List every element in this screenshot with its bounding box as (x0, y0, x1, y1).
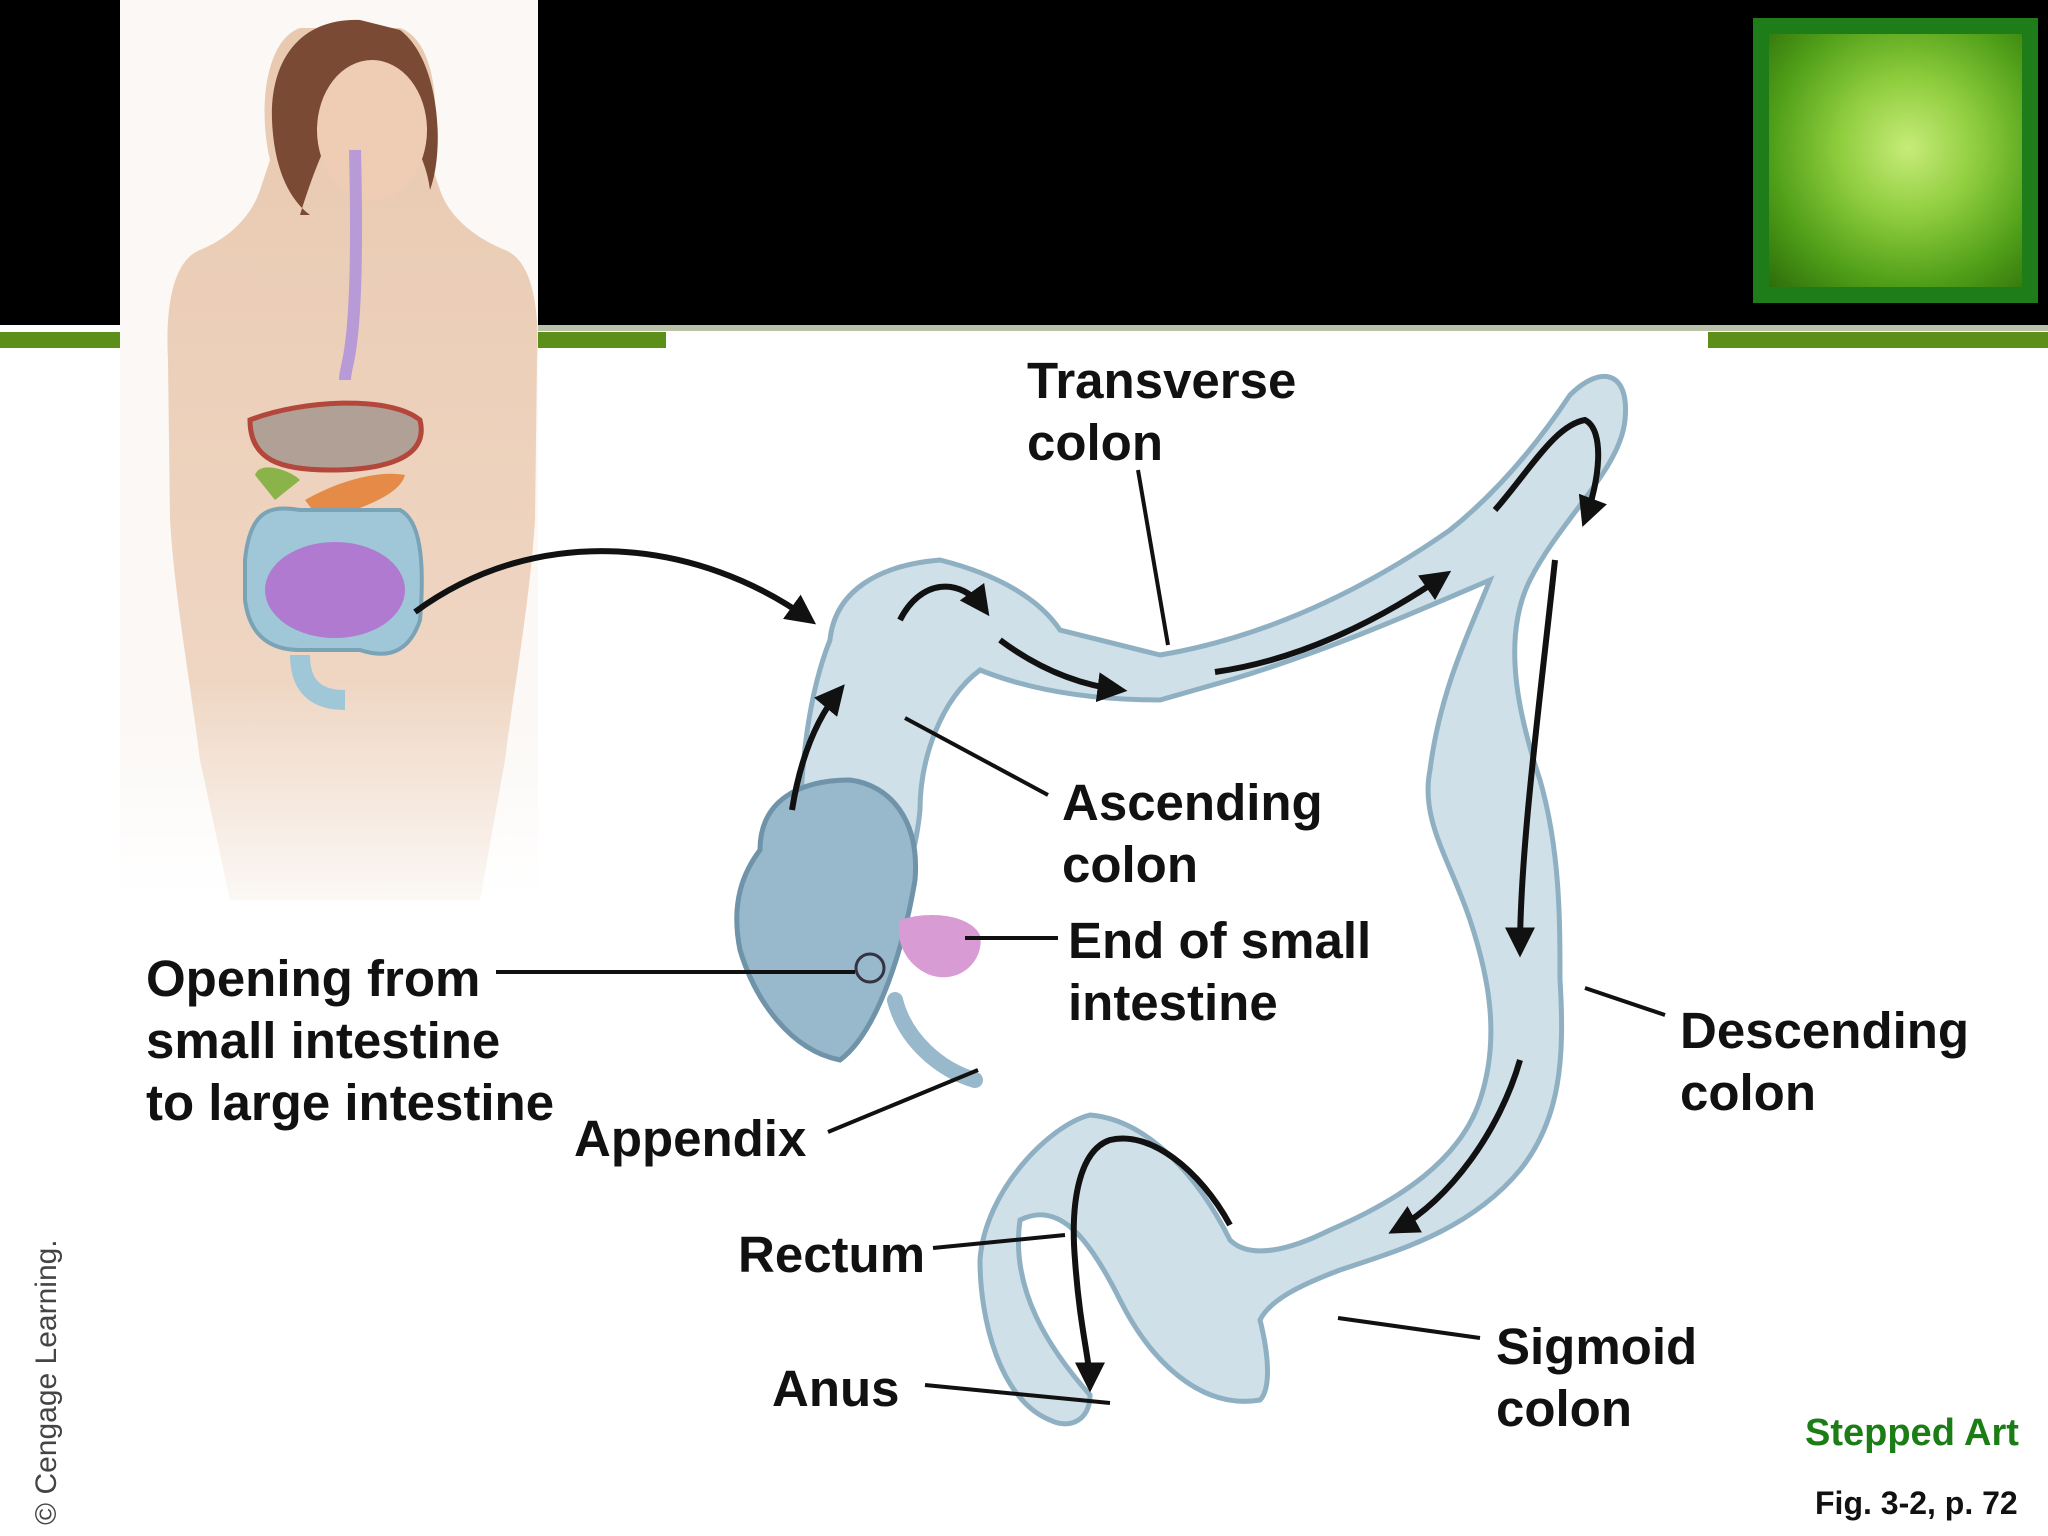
header-rule (538, 325, 2048, 331)
label-line: colon (1680, 1064, 1816, 1121)
label-line: Ascending (1062, 774, 1323, 831)
figure-reference: Fig. 3-2, p. 72 (1815, 1485, 2018, 1521)
accent-line (538, 332, 666, 348)
flow-arrows (789, 416, 1607, 1393)
label-line: Sigmoid (1496, 1318, 1698, 1375)
label-line: Descending (1680, 1002, 1970, 1059)
copyright-notice: © Cengage Learning. (30, 1239, 63, 1525)
label-sigmoid-colon: Sigmoid colon (1496, 1316, 1697, 1440)
leader-lines (496, 469, 1666, 1405)
label-anus: Anus (772, 1360, 900, 1417)
label-line: colon (1062, 836, 1198, 893)
appendix-shape (887, 992, 983, 1088)
label-descending-colon: Descending colon (1680, 1000, 1969, 1124)
label-line: colon (1496, 1380, 1632, 1437)
label-ascending-colon: Ascending colon (1062, 772, 1323, 896)
label-line: Transverse (1027, 352, 1297, 409)
label-line: small intestine (146, 1012, 501, 1069)
human-figure (167, 19, 538, 900)
label-rectum: Rectum (738, 1226, 926, 1283)
label-line: End of small (1068, 912, 1372, 969)
label-line: colon (1027, 414, 1163, 471)
label-opening: Opening from small intestine to large in… (146, 948, 554, 1134)
stepped-art-label: Stepped Art (1805, 1412, 2019, 1454)
label-end-of-small-intestine: End of small intestine (1068, 910, 1371, 1034)
small-intestine-end (898, 915, 981, 978)
accent-line (1708, 332, 2048, 348)
accent-line (0, 332, 120, 348)
label-appendix: Appendix (574, 1110, 807, 1167)
thumbnail-image (1753, 18, 2038, 303)
label-line: intestine (1068, 974, 1278, 1031)
label-line: to large intestine (146, 1074, 555, 1131)
zoom-arrow (413, 548, 817, 625)
ileocecal-opening (854, 952, 886, 984)
label-line: Opening from (146, 950, 481, 1007)
gallbladder-photo-icon (1769, 34, 2022, 287)
label-transverse-colon: Transverse colon (1027, 350, 1296, 474)
